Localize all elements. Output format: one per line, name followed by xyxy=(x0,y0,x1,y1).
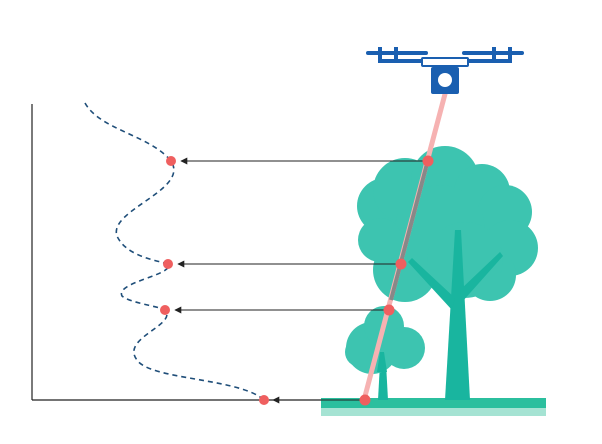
ground-top-strip xyxy=(321,398,546,408)
surface-return-3 xyxy=(383,304,395,316)
return-arrows xyxy=(174,157,426,404)
surface-return-4 xyxy=(359,394,371,406)
waveform-peak-1 xyxy=(166,156,176,166)
ground-base-strip xyxy=(321,408,546,416)
waveform-axis xyxy=(31,104,360,401)
tall-tree-branch-right xyxy=(460,252,503,302)
waveform-peak-3 xyxy=(160,305,170,315)
drone-mast-left-2 xyxy=(394,47,398,63)
surface-return-1 xyxy=(422,155,434,167)
drone-camera-lens xyxy=(438,73,452,87)
tall-tree-canopy xyxy=(357,146,538,302)
small-tree-icon xyxy=(345,306,425,400)
small-tree-inner-trunk xyxy=(377,352,387,372)
ground xyxy=(321,398,546,416)
waveform-curve xyxy=(84,102,265,401)
surface-returns xyxy=(359,155,434,406)
drone-lidar-icon xyxy=(366,47,524,94)
drone-mast-left-1 xyxy=(378,47,382,63)
drone-mast-right-2 xyxy=(508,47,512,63)
tall-tree-branch-left xyxy=(408,258,455,310)
laser-beam xyxy=(361,91,448,403)
drone-mast-right-1 xyxy=(492,47,496,63)
waveform-peaks xyxy=(160,156,269,405)
surface-return-2 xyxy=(395,258,407,270)
laser-beam-through-canopy xyxy=(389,159,430,301)
waveform-peak-4 xyxy=(259,395,269,405)
waveform-peak-2 xyxy=(163,259,173,269)
tall-tree-trunk xyxy=(445,230,470,400)
drone-body xyxy=(421,57,469,67)
